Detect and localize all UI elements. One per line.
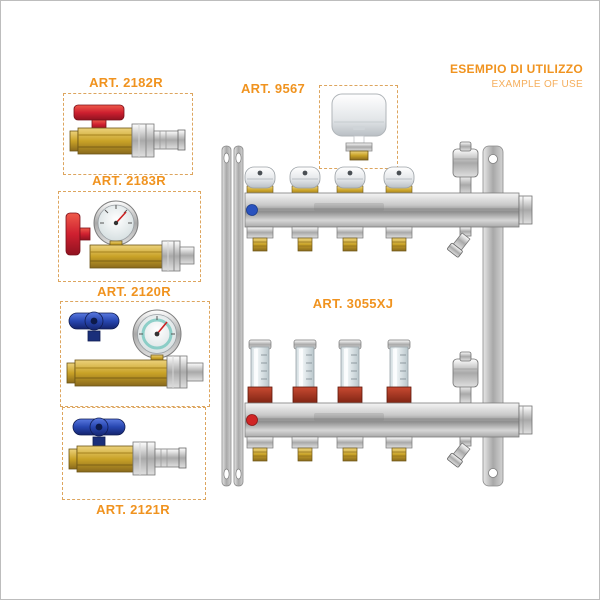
bottom-outlets [246, 436, 413, 462]
manifold-assembly [214, 139, 534, 491]
right-mounting-bracket [482, 145, 504, 487]
label-art-3055xj: ART. 3055XJ [312, 296, 394, 311]
outlet [291, 226, 319, 252]
flow-meter [386, 339, 412, 406]
actuator-nut [345, 142, 372, 161]
label-art-2121r: ART. 2121R [96, 502, 170, 517]
flow-meter [247, 339, 273, 406]
red-return-dot [246, 414, 258, 426]
brass-valve-body [89, 244, 162, 268]
manifold-illustration [221, 141, 533, 487]
red-ball-valve-illustration [69, 104, 186, 158]
label-art-2182r: ART. 2182R [89, 75, 163, 90]
union-nut [166, 355, 188, 388]
flow-meter [292, 339, 318, 406]
flow-meters [247, 339, 412, 406]
label-art-9567: ART. 9567 [240, 81, 306, 96]
label-art-2120r: ART. 2120R [97, 284, 171, 299]
usage-title-english: EXAMPLE OF USE [491, 78, 583, 90]
brass-valve-body [66, 359, 168, 386]
tailpiece [179, 246, 194, 264]
label-art-2183r: ART. 2183R [92, 173, 166, 188]
red-handle [73, 104, 125, 130]
usage-title-italian: ESEMPIO DI UTILIZZO [449, 62, 583, 76]
brass-valve-body [69, 127, 133, 155]
box-art-2120r [60, 301, 210, 407]
bottom-drain-valve [447, 436, 472, 468]
outlet [336, 436, 364, 462]
blue-ball-valve-illustration [68, 417, 187, 475]
union-nut [131, 123, 155, 158]
outlet [385, 226, 413, 252]
top-air-vent [452, 141, 479, 196]
left-mounting-bracket [221, 145, 244, 487]
blue-valve-gauge-illustration [66, 309, 204, 388]
tailpiece [186, 362, 204, 381]
box-art-2183r [58, 191, 201, 282]
thermometer-gauge [132, 309, 182, 361]
top-valve-caps [244, 166, 415, 196]
actuator-head [331, 93, 386, 144]
valve-cap [289, 166, 321, 196]
union-nut [161, 240, 180, 271]
outlet [336, 226, 364, 252]
bottom-air-vent [452, 351, 479, 404]
union-nut [132, 441, 156, 475]
usage-header: ESEMPIO DI UTILIZZO EXAMPLE OF USE [449, 62, 583, 90]
outlet [246, 436, 274, 462]
outlet [246, 226, 274, 252]
box-art-9567 [319, 85, 398, 169]
outlet [291, 436, 319, 462]
blue-handle [72, 417, 126, 446]
valve-cap [244, 166, 276, 196]
outlet [385, 436, 413, 462]
blue-handle [68, 311, 120, 341]
box-art-2182r [63, 93, 193, 175]
top-manifold-bar [244, 192, 533, 228]
valve-cap [334, 166, 366, 196]
tailpiece [154, 447, 187, 468]
red-handle [65, 212, 90, 255]
actuator-illustration [331, 93, 386, 161]
box-art-2121r [62, 407, 206, 500]
flow-meter [337, 339, 363, 406]
valve-cap [383, 166, 415, 196]
thermometer-gauge [93, 200, 138, 247]
bottom-manifold-bar [244, 402, 533, 438]
brass-valve-body [68, 445, 134, 472]
top-drain-valve [447, 226, 472, 258]
top-outlets [246, 226, 413, 252]
tailpiece [153, 129, 186, 151]
blue-flow-dot [246, 204, 258, 216]
red-valve-gauge-illustration [65, 200, 194, 271]
